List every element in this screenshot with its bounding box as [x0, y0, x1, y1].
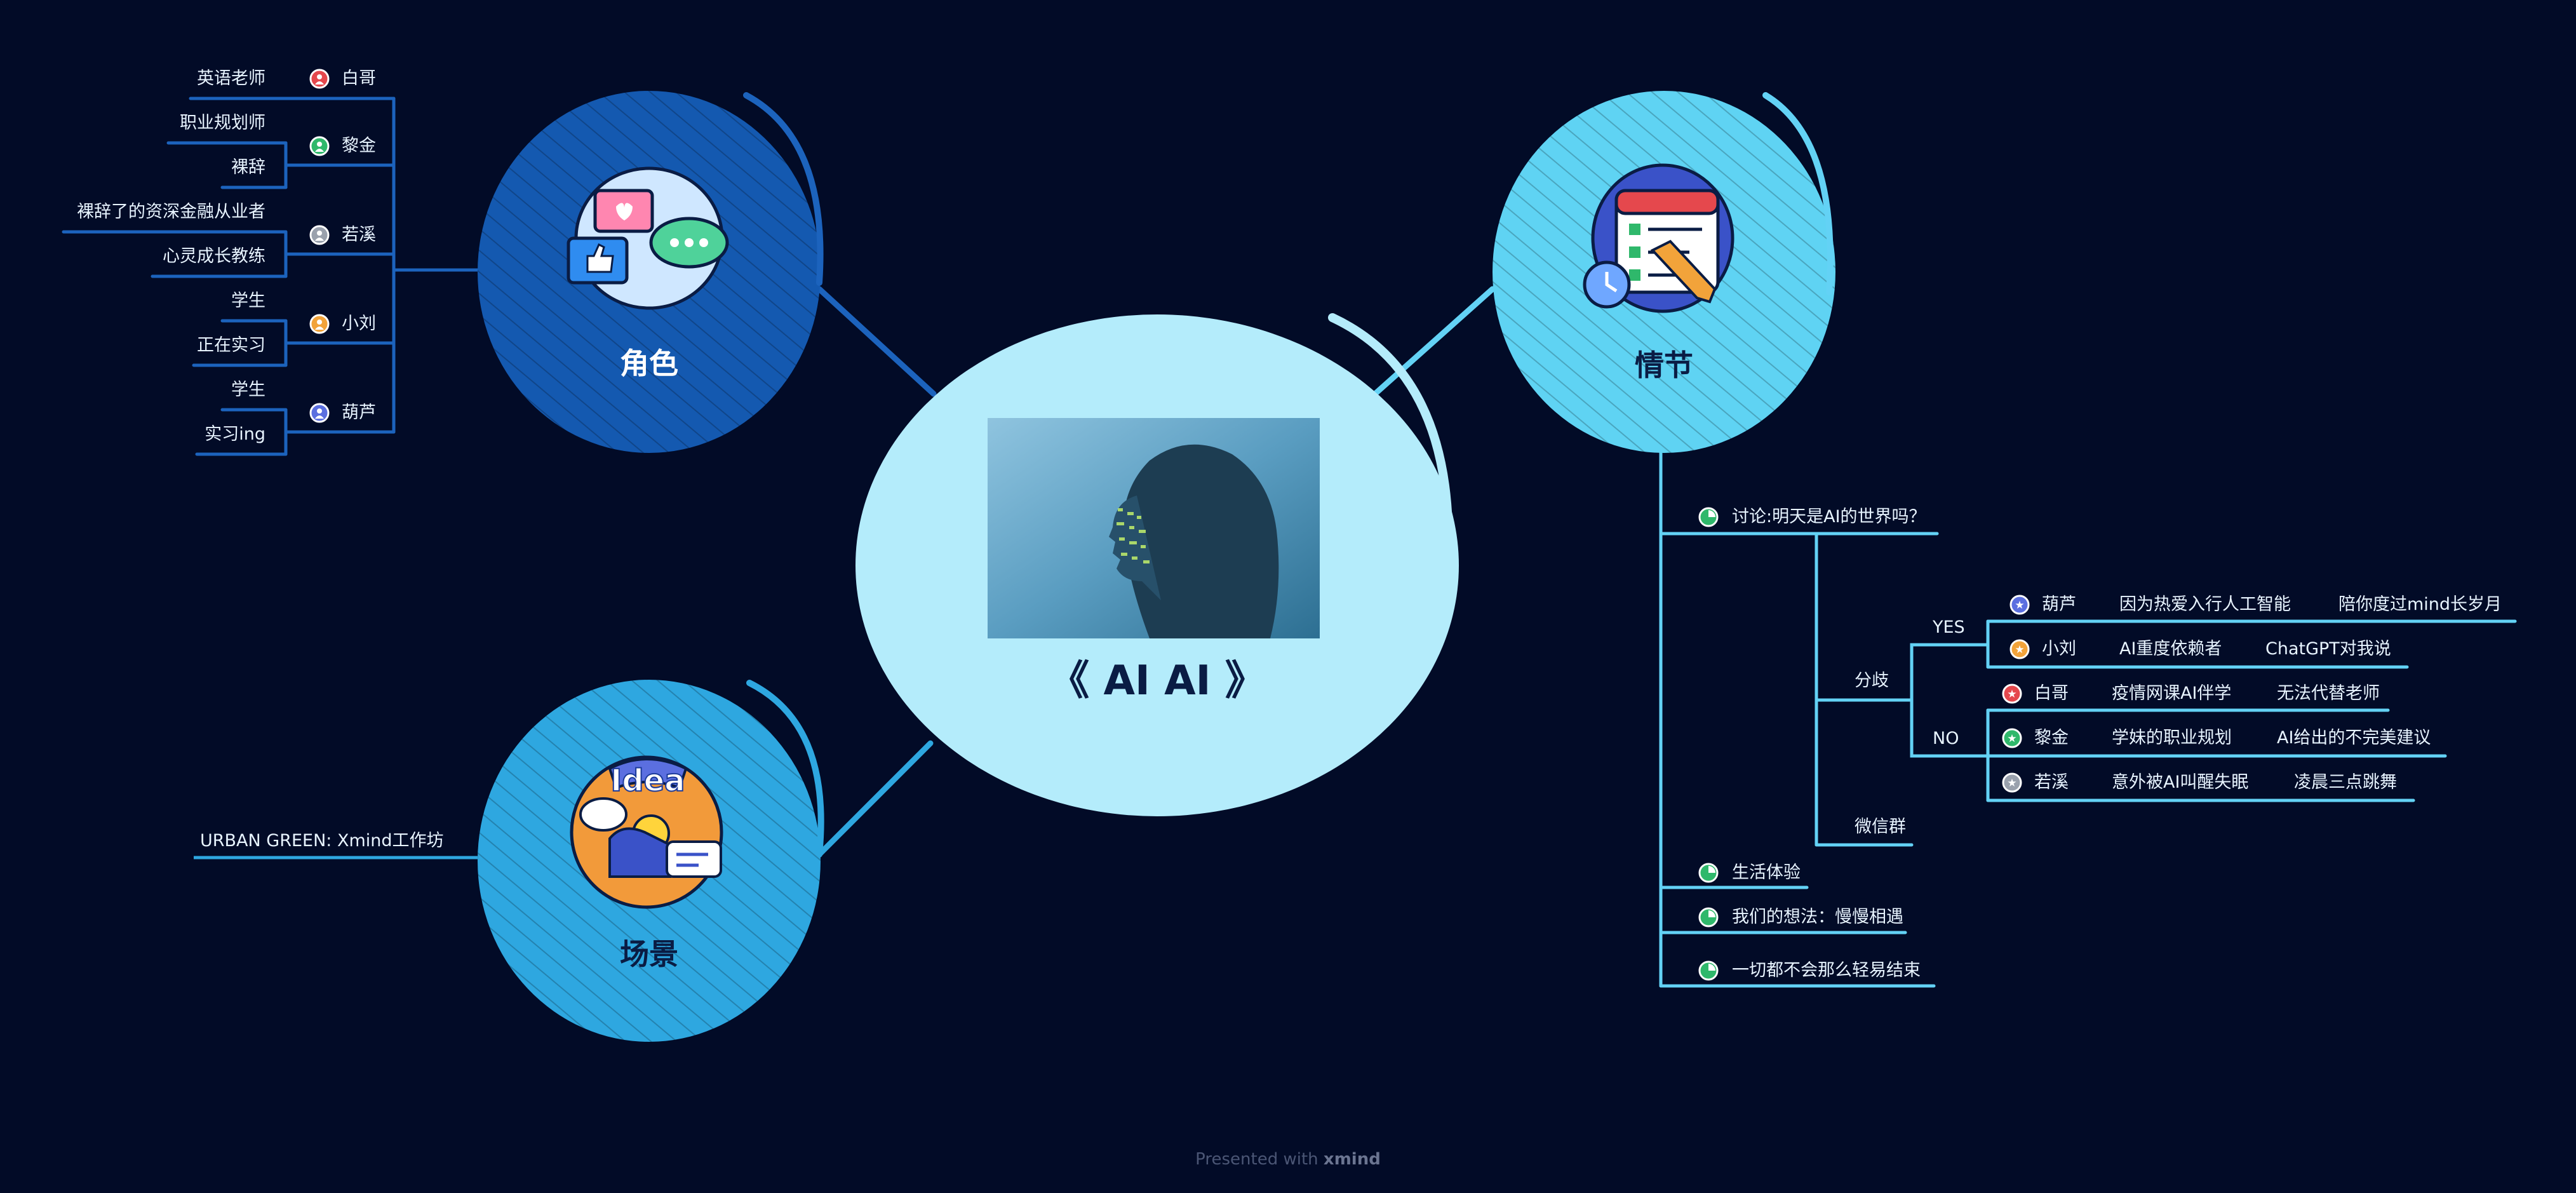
opinion-reason[interactable]: AI重度依赖者	[2119, 639, 2222, 659]
plot-tree-lines	[1659, 449, 2517, 988]
plot-topic-discussion[interactable]: 讨论:明天是AI的世界吗？	[1732, 507, 1926, 527]
role-trait[interactable]: 实习ing	[205, 424, 265, 444]
progress-pie-icon	[1698, 507, 1719, 527]
opinion-name[interactable]: 若溪	[2034, 772, 2069, 792]
plot-markers	[1698, 507, 1719, 981]
role-name-xiaoliu[interactable]: 小刘	[342, 314, 376, 334]
person-icon	[309, 403, 330, 423]
svg-text:★: ★	[2015, 644, 2024, 656]
opinion-markers: ★ ★ ★ ★ ★	[2002, 595, 2030, 793]
opinion-name[interactable]: 葫芦	[2042, 595, 2076, 614]
opinion-name[interactable]: 黎金	[2034, 728, 2069, 748]
opinion-detail[interactable]: AI给出的不完美建议	[2277, 728, 2431, 748]
plot-topic-ending[interactable]: 一切都不会那么轻易结束	[1732, 960, 1921, 980]
person-icon	[309, 136, 330, 156]
plot-topic-ideas[interactable]: 我们的想法：慢慢相遇	[1732, 907, 1903, 927]
central-title: 《 AI AI 》	[1049, 657, 1266, 704]
progress-pie-icon	[1698, 907, 1719, 927]
yes-label[interactable]: YES	[1933, 617, 1965, 637]
progress-pie-icon	[1698, 863, 1719, 883]
idea-text-glyph: Idea	[610, 763, 685, 799]
roles-tree-lines	[62, 97, 480, 456]
opinion-reason[interactable]: 因为热爱入行人工智能	[2119, 595, 2291, 614]
roles-circle[interactable]	[478, 91, 824, 453]
plot-label: 情节	[1635, 348, 1693, 382]
idea-lightbulb-icon: Idea	[570, 755, 723, 909]
role-name-ruoxi[interactable]: 若溪	[342, 225, 376, 245]
plot-topic-life[interactable]: 生活体验	[1732, 863, 1801, 882]
svg-text:★: ★	[2015, 599, 2024, 612]
person-icon	[309, 69, 330, 89]
opinion-reason[interactable]: 学妹的职业规划	[2112, 728, 2232, 748]
opinion-reason[interactable]: 意外被AI叫醒失眠	[2112, 772, 2249, 792]
role-trait[interactable]: 职业规划师	[180, 113, 265, 133]
roles-label: 角色	[620, 346, 678, 381]
footer-credit: Presented with xmind	[1195, 1150, 1381, 1169]
plot-sub-disagreement[interactable]: 分歧	[1855, 671, 1889, 691]
opinion-name[interactable]: 白哥	[2034, 684, 2069, 703]
role-name-baige[interactable]: 白哥	[342, 69, 376, 88]
no-label[interactable]: NO	[1933, 729, 1959, 748]
scene-circle[interactable]: Idea	[478, 680, 824, 1042]
plot-circle[interactable]	[1493, 91, 1835, 453]
star-icon: ★	[2009, 639, 2030, 659]
opinion-name[interactable]: 小刘	[2042, 639, 2076, 659]
opinion-reason[interactable]: 疫情网课AI伴学	[2112, 684, 2232, 703]
svg-text:★: ★	[2007, 688, 2016, 701]
svg-text:★: ★	[2007, 732, 2016, 745]
role-name-hulu[interactable]: 葫芦	[342, 403, 376, 422]
connector-lines	[816, 286, 1496, 858]
ai-face-photo	[988, 418, 1320, 638]
calendar-checklist-icon	[1583, 163, 1734, 313]
star-icon: ★	[2002, 772, 2022, 793]
star-icon: ★	[2009, 595, 2030, 615]
footer-prefix: Presented with	[1195, 1150, 1318, 1169]
role-name-lijin[interactable]: 黎金	[342, 136, 376, 156]
person-icon	[309, 314, 330, 334]
star-icon: ★	[2002, 684, 2022, 704]
opinion-detail[interactable]: 陪你度过mind长岁月	[2338, 595, 2502, 614]
role-markers	[309, 69, 330, 423]
person-icon	[309, 225, 330, 245]
scene-label: 场景	[620, 937, 678, 971]
central-topic[interactable]	[855, 313, 1459, 816]
svg-text:★: ★	[2007, 777, 2016, 790]
xmind-brand[interactable]: xmind	[1323, 1150, 1381, 1169]
role-trait[interactable]: 英语老师	[197, 69, 265, 88]
social-chat-icon	[567, 166, 729, 310]
role-trait[interactable]: 学生	[231, 291, 265, 311]
star-icon: ★	[2002, 728, 2022, 748]
role-trait[interactable]: 裸辞了的资深金融从业者	[77, 202, 265, 222]
progress-pie-icon	[1698, 960, 1719, 981]
opinion-detail[interactable]: 凌晨三点跳舞	[2294, 772, 2397, 792]
role-trait[interactable]: 学生	[231, 380, 265, 400]
opinion-detail[interactable]: 无法代替老师	[2277, 684, 2380, 703]
opinion-detail[interactable]: ChatGPT对我说	[2265, 639, 2391, 659]
plot-sub-wechat[interactable]: 微信群	[1855, 817, 1906, 837]
role-trait[interactable]: 裸辞	[231, 158, 265, 177]
role-trait[interactable]: 心灵成长教练	[163, 246, 265, 266]
role-trait[interactable]: 正在实习	[197, 335, 265, 355]
scene-item[interactable]: URBAN GREEN: Xmind工作坊	[200, 831, 444, 851]
